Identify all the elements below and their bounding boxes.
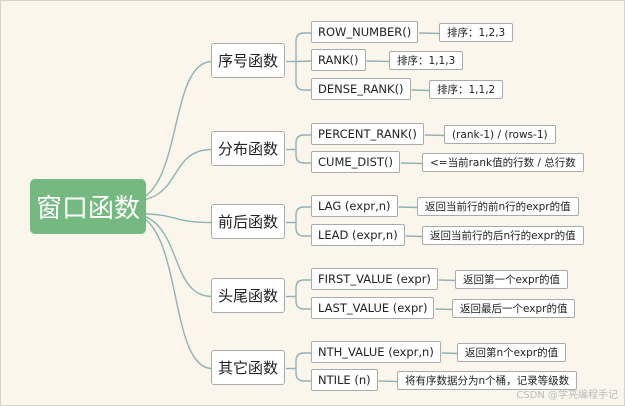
branch-line-category-to-function bbox=[295, 222, 312, 237]
function-node-last-value[interactable]: LAST_VALUE (expr) bbox=[311, 297, 435, 319]
branch-line-function-to-desc bbox=[424, 134, 446, 137]
function-node-first-value[interactable]: FIRST_VALUE (expr) bbox=[311, 268, 438, 290]
branch-line-category-to-function bbox=[295, 352, 312, 369]
branch-line-category-to-function bbox=[295, 279, 312, 297]
desc-node-cume-dist[interactable]: <=当前rank值的行数 / 总行数 bbox=[422, 153, 584, 172]
desc-node-dense-rank[interactable]: 排序：1,1,2 bbox=[429, 80, 504, 99]
function-node-ntile[interactable]: NTILE (n) bbox=[311, 369, 378, 391]
desc-node-first-value[interactable]: 返回第一个expr的值 bbox=[455, 270, 568, 289]
function-node-lag[interactable]: LAG (expr,n) bbox=[311, 195, 398, 217]
branch-line-function-to-desc bbox=[419, 32, 441, 35]
branch-line-function-to-desc bbox=[366, 60, 391, 63]
category-node-distribution[interactable]: 分布函数 bbox=[211, 131, 285, 166]
desc-node-percent-rank[interactable]: (rank-1) / (rows-1) bbox=[444, 125, 556, 144]
category-node-first-last[interactable]: 头尾函数 bbox=[211, 278, 285, 313]
desc-node-nth-value[interactable]: 返回第n个expr的值 bbox=[457, 343, 567, 362]
branch-line-function-to-desc bbox=[378, 380, 399, 383]
branch-line-root-to-category bbox=[128, 212, 213, 370]
desc-node-lead[interactable]: 返回当前行的后n行的expr的值 bbox=[422, 226, 584, 245]
branch-line-function-to-desc bbox=[405, 235, 424, 238]
branch-line-function-to-desc bbox=[398, 206, 419, 209]
category-node-other[interactable]: 其它函数 bbox=[211, 350, 285, 385]
function-node-row-number[interactable]: ROW_NUMBER() bbox=[311, 21, 419, 43]
branch-line-category-to-function bbox=[295, 134, 312, 150]
root-node[interactable]: 窗口函数 bbox=[30, 179, 146, 234]
branch-line-category-to-function bbox=[295, 206, 312, 223]
watermark: CSDN @学亮编程手记 bbox=[516, 390, 618, 401]
branch-line-root-to-category bbox=[128, 60, 213, 203]
branch-line-category-to-function bbox=[295, 296, 312, 310]
branch-line-function-to-desc bbox=[411, 89, 431, 92]
category-node-offset[interactable]: 前后函数 bbox=[211, 204, 285, 239]
function-node-percent-rank[interactable]: PERCENT_RANK() bbox=[311, 123, 424, 145]
branch-line-function-to-desc bbox=[441, 352, 459, 355]
branch-line-category-to-function bbox=[295, 368, 312, 382]
desc-node-rank[interactable]: 排序：1,1,3 bbox=[389, 51, 464, 70]
branch-line-category-to-function bbox=[295, 32, 312, 62]
branch-line-category-to-function bbox=[295, 60, 313, 63]
function-node-nth-value[interactable]: NTH_VALUE (expr,n) bbox=[311, 341, 441, 363]
function-node-dense-rank[interactable]: DENSE_RANK() bbox=[311, 78, 411, 100]
desc-node-lag[interactable]: 返回当前行的前n行的expr的值 bbox=[417, 197, 579, 216]
branch-line-function-to-desc bbox=[435, 308, 454, 311]
function-node-lead[interactable]: LEAD (expr,n) bbox=[311, 224, 405, 246]
function-node-cume-dist[interactable]: CUME_DIST() bbox=[311, 151, 400, 173]
desc-node-last-value[interactable]: 返回最后一个expr的值 bbox=[452, 299, 576, 318]
branch-line-function-to-desc bbox=[438, 279, 457, 282]
branch-line-category-to-function bbox=[295, 149, 312, 164]
desc-node-row-number[interactable]: 排序：1,2,3 bbox=[439, 23, 514, 42]
branch-line-category-to-function bbox=[295, 61, 312, 91]
branch-line-function-to-desc bbox=[400, 162, 424, 165]
category-node-sequence[interactable]: 序号函数 bbox=[211, 43, 285, 78]
function-node-rank[interactable]: RANK() bbox=[311, 49, 366, 71]
desc-node-ntile[interactable]: 将有序数据分为n个桶，记录等级数 bbox=[397, 371, 578, 390]
